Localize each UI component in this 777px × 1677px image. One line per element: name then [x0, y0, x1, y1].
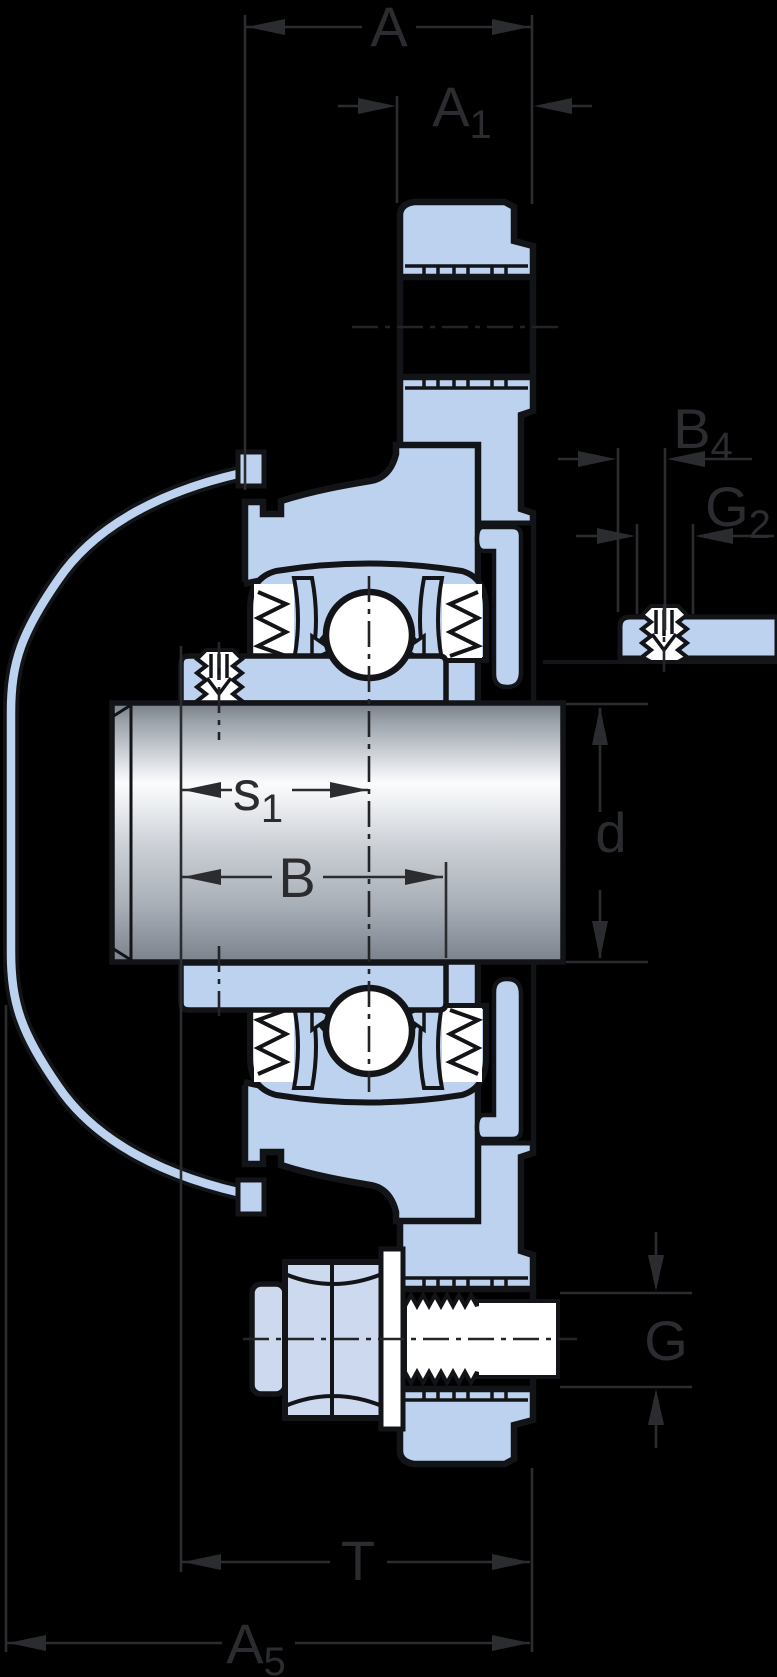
label-B4: B4 — [673, 397, 733, 469]
lug-hole-serrations — [405, 264, 528, 1402]
centerlines — [217, 325, 666, 1341]
label-A: A — [370, 0, 408, 58]
extension-lines — [4, 15, 695, 1652]
set-screw-detail — [543, 604, 777, 664]
label-A5: A5 — [226, 1612, 286, 1677]
label-G: G — [644, 1309, 688, 1372]
flange-bore-edges — [478, 520, 533, 1146]
label-G2: G2 — [705, 475, 771, 547]
label-B: B — [278, 846, 315, 909]
flinger-top — [474, 524, 524, 690]
shaft — [109, 700, 566, 965]
label-s1: s1 — [233, 759, 283, 831]
label-T: T — [341, 1529, 375, 1592]
dimension-labels: A A1 B4 G2 s1 d B G T A5 — [226, 0, 771, 1677]
dimension-arrowheads — [8, 19, 733, 1651]
end-cap — [2, 449, 267, 1217]
detail-ring-bar — [617, 614, 777, 661]
inner-ring-bottom — [178, 960, 449, 1013]
label-d: d — [595, 801, 626, 864]
label-A1: A1 — [432, 75, 492, 147]
seal-assembly — [252, 576, 336, 663]
